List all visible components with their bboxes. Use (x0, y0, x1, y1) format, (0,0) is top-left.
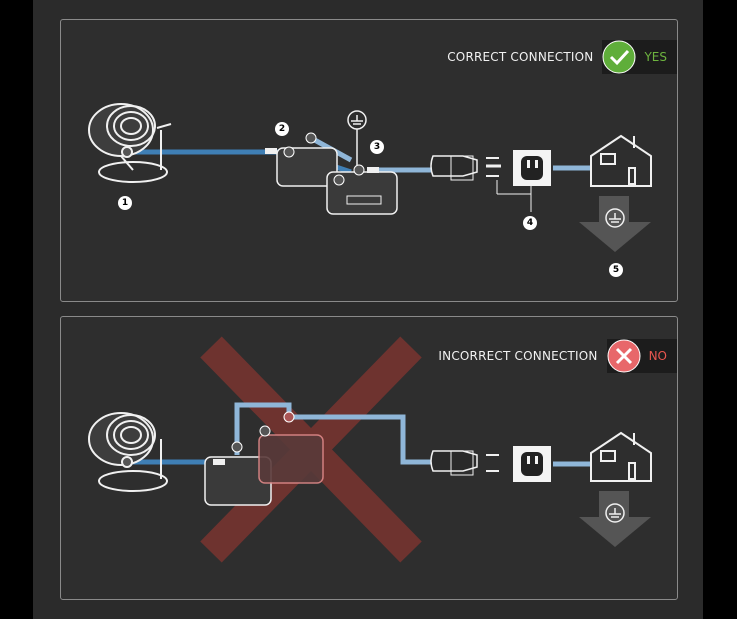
fan-icon (88, 103, 172, 183)
house-icon (590, 134, 652, 187)
status-tag: NO (606, 339, 677, 373)
fan-icon (88, 412, 168, 492)
status-label: INCORRECT CONNECTION (438, 349, 598, 363)
check-icon (602, 40, 636, 74)
ground-arrow (579, 491, 651, 547)
callout-1: 1 (118, 196, 132, 210)
incorrect-connection-panel: INCORRECT CONNECTION NO (60, 316, 678, 600)
isolator-icon (204, 411, 324, 506)
house-icon (590, 431, 652, 482)
ground-icon (347, 110, 367, 165)
cross-icon (607, 339, 641, 373)
diagram-canvas: 1 2 3 4 5 CORRECT CONNECTION YES (33, 0, 703, 619)
cable-runs (131, 402, 591, 467)
status-tag: YES (602, 40, 677, 74)
ground-arrow (579, 196, 651, 252)
incorrect-connection-diagram (88, 336, 652, 563)
power-plug-icon (430, 450, 499, 476)
correct-connection-panel: 1 2 3 4 5 CORRECT CONNECTION YES (60, 19, 678, 302)
callout-4: 4 (523, 216, 537, 230)
callout-5: 5 (609, 263, 623, 277)
wall-outlet-icon (513, 150, 551, 186)
isolator-icon (265, 132, 398, 215)
incorrect-status: INCORRECT CONNECTION NO (438, 339, 677, 373)
wall-outlet-icon (513, 446, 551, 482)
correct-connection-diagram (88, 103, 652, 252)
status-label: CORRECT CONNECTION (447, 50, 594, 64)
verdict-no: NO (648, 349, 667, 363)
callout-2: 2 (275, 122, 289, 136)
verdict-yes: YES (644, 50, 667, 64)
power-plug-icon (430, 155, 499, 181)
callout-3: 3 (370, 140, 384, 154)
correct-status: CORRECT CONNECTION YES (447, 40, 677, 74)
